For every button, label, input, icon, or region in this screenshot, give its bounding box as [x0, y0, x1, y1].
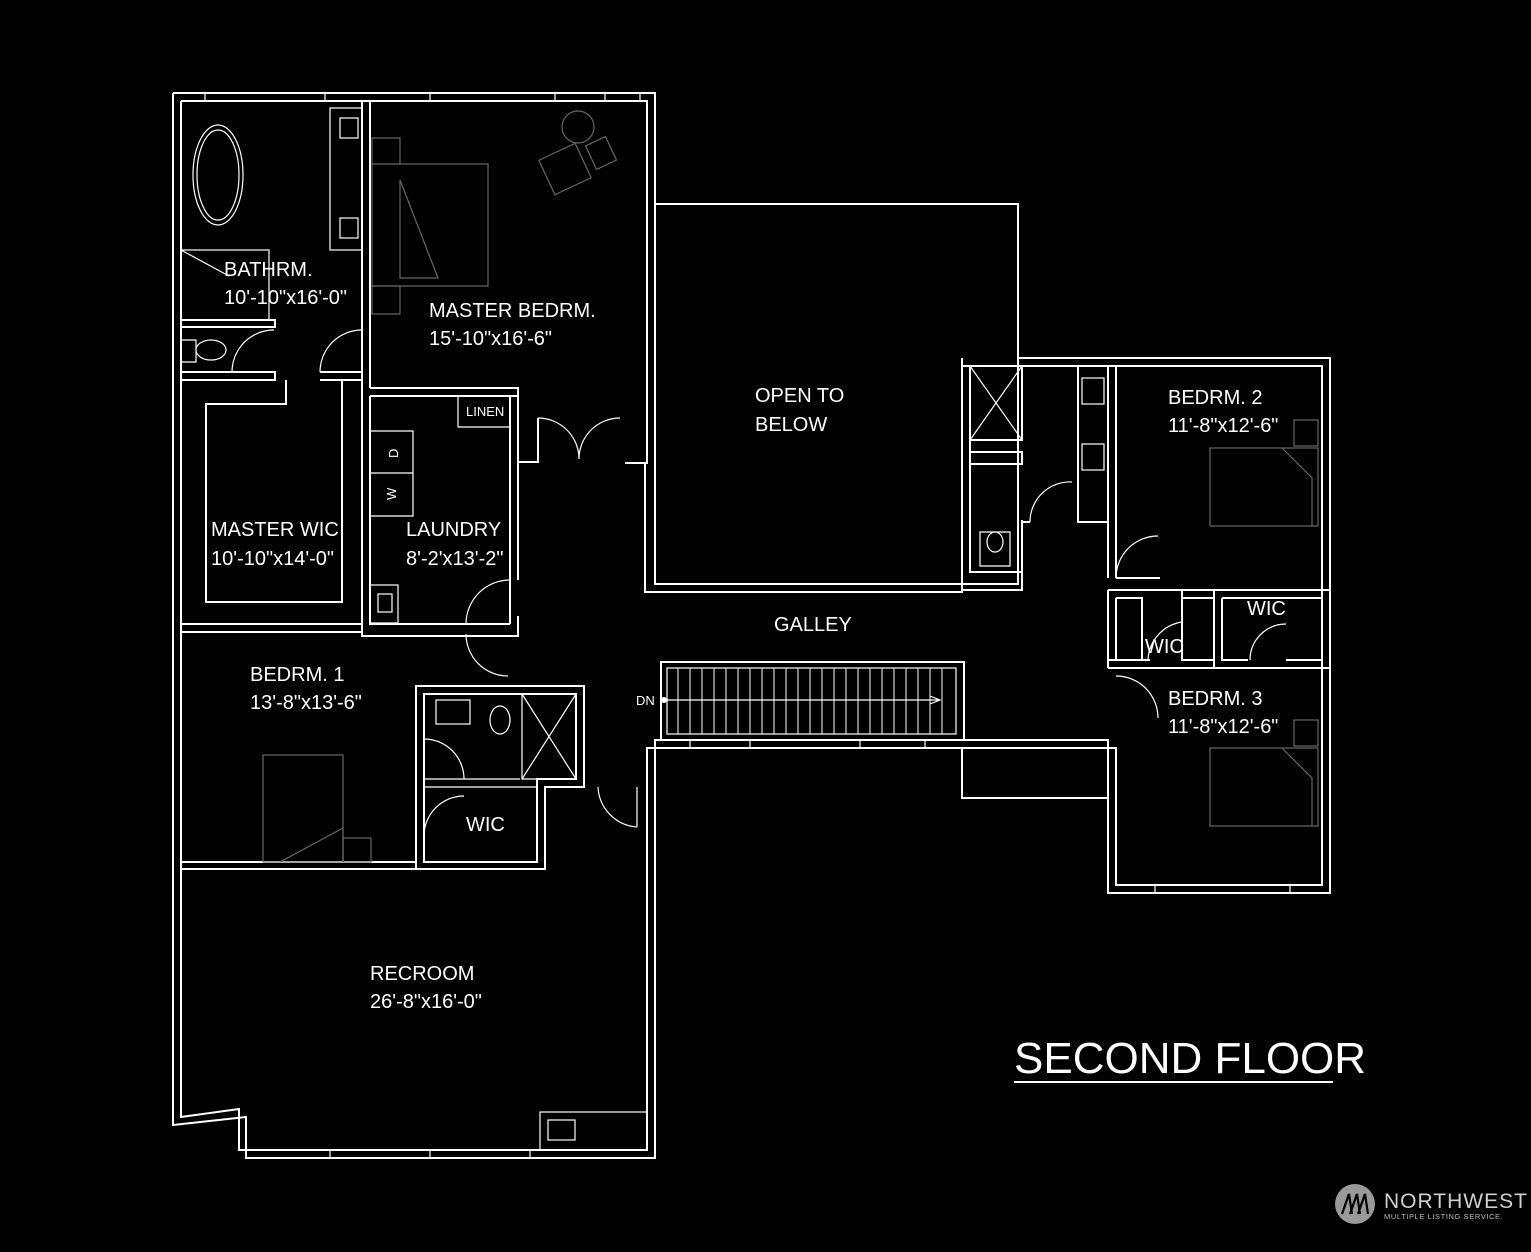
- northwest-logo-icon: [1335, 1184, 1375, 1224]
- master-bedroom-name: MASTER BEDRM.: [429, 300, 596, 322]
- master-bedroom-furniture: [371, 110, 618, 315]
- window-ticks: [172, 93, 1323, 1158]
- open-to-below-void: [654, 203, 1019, 585]
- wic-bedroom2: WIC: [1247, 598, 1286, 620]
- laundry-name: LAUNDRY: [406, 519, 501, 541]
- open-to-below-line2: BELOW: [755, 414, 827, 436]
- floor-title: SECOND FLOOR: [1014, 1034, 1366, 1083]
- laundry-size: 8'-2'x13'-2": [406, 548, 504, 570]
- bedroom1-size: 13'-8"x13'-6": [250, 692, 362, 714]
- bedroom2-size: 11'-8"x12'-6": [1168, 415, 1278, 437]
- dryer-label: D: [386, 449, 401, 458]
- washer-label: W: [384, 487, 399, 500]
- master-wic-name: MASTER WIC: [211, 519, 339, 541]
- logo-subtitle: MULTIPLE LISTING SERVICE.: [1384, 1212, 1503, 1221]
- northwest-logo: NORTHWEST MULTIPLE LISTING SERVICE.: [1335, 1184, 1528, 1224]
- bedroom3-name: BEDRM. 3: [1168, 688, 1262, 710]
- wic-bedroom2b: WIC: [1145, 636, 1184, 658]
- logo-name: NORTHWEST: [1384, 1190, 1528, 1213]
- laundry-fixtures: [369, 396, 510, 624]
- east-wing-walls: [961, 365, 1330, 799]
- recroom-name: RECROOM: [370, 963, 474, 985]
- linen-label: LINEN: [466, 404, 504, 419]
- exterior-walls-left: [172, 92, 1331, 1159]
- bedroom1-walls: [181, 633, 638, 870]
- bathroom-fixtures: [180, 107, 363, 363]
- doors-master: [231, 329, 621, 625]
- master-bedroom-size: 15'-10"x16'-6": [429, 328, 552, 350]
- staircase: [660, 661, 965, 741]
- bedroom1-furniture: [262, 754, 372, 863]
- stair-arrow: [667, 695, 942, 705]
- galley-label: GALLEY: [774, 614, 852, 636]
- stairs-down-label: DN: [636, 693, 655, 708]
- recroom-sink-basin: [547, 1119, 576, 1141]
- open-to-below-line1: OPEN TO: [755, 385, 844, 407]
- bedroom3-size: 11'-8"x12'-6": [1168, 716, 1278, 738]
- wic-bedroom1: WIC: [466, 814, 505, 836]
- east-wing-furniture: [1209, 419, 1319, 827]
- bathroom-size: 10'-10"x16'-0": [224, 287, 347, 309]
- bedroom1-name: BEDRM. 1: [250, 664, 344, 686]
- bedroom2-name: BEDRM. 2: [1168, 387, 1262, 409]
- master-wic-size: 10'-10"x14'-0": [211, 548, 334, 570]
- master-suite-walls: [180, 101, 539, 637]
- recroom-size: 26'-8"x16'-0": [370, 991, 482, 1013]
- recroom-sink: [539, 1111, 648, 1151]
- bathroom-name: BATHRM.: [224, 259, 313, 281]
- stair-treads: [677, 668, 943, 734]
- stair-arrow-dot: [661, 697, 667, 703]
